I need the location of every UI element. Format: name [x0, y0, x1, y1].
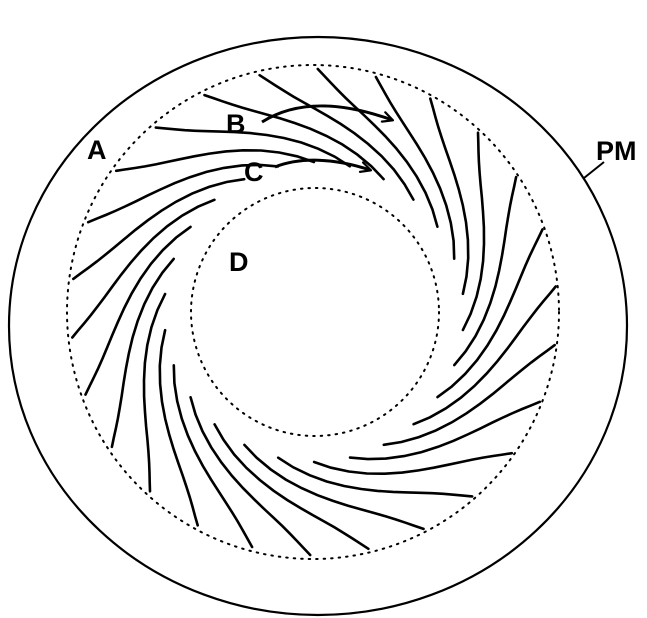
striation-stroke [430, 99, 468, 294]
striation-stroke [116, 150, 314, 171]
striation-stroke [384, 345, 555, 445]
arrow-c [275, 160, 370, 170]
striation-stroke [314, 453, 512, 474]
spiral-striations [72, 69, 555, 555]
label-c: C [244, 157, 264, 187]
label-d: D [229, 247, 249, 277]
outer-membrane-circle [9, 37, 627, 615]
striation-stroke [376, 77, 454, 259]
label-b: B [226, 109, 246, 139]
striation-stroke [174, 365, 252, 547]
label-a: A [87, 135, 107, 165]
inner-dotted-boundary [191, 188, 439, 436]
label-pm: PM [596, 136, 637, 166]
striation-stroke [73, 179, 244, 279]
striation-stroke [160, 330, 198, 525]
